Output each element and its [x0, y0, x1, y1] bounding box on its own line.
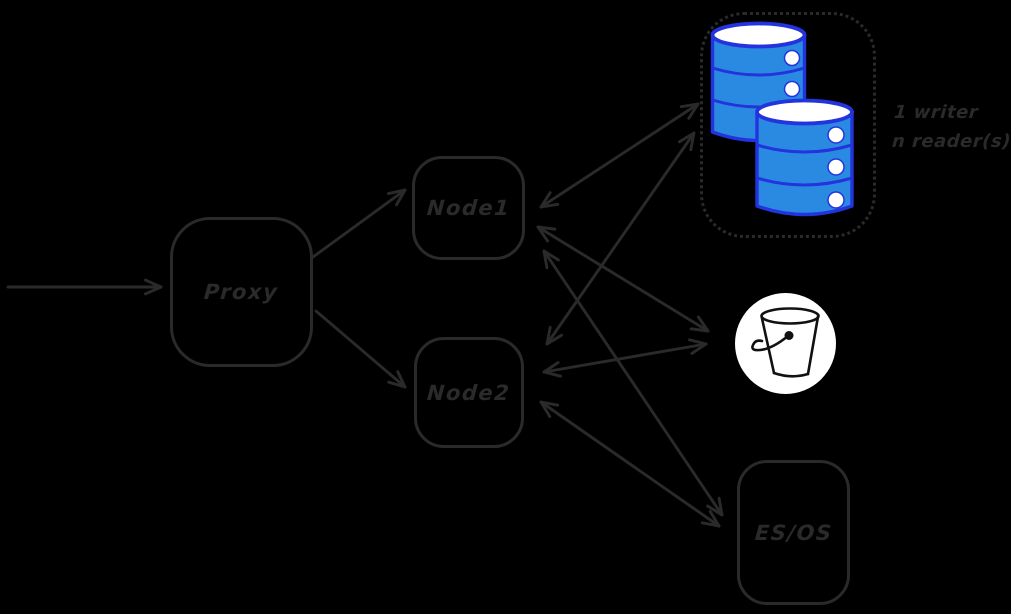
proxy-node: Proxy: [170, 217, 313, 367]
node1-node: Node1: [412, 156, 525, 260]
edge-node2-esos: [539, 400, 721, 528]
database-cylinder-2: [755, 98, 854, 217]
edge-node1-database: [539, 102, 700, 209]
edge-proxy-to-node1: [311, 188, 407, 259]
es-os-label: ES/OS: [753, 520, 834, 545]
es-os-node: ES/OS: [737, 460, 850, 605]
caption-readers: n reader(s): [891, 131, 1011, 152]
edge-node1-bucket: [536, 225, 710, 333]
database-cylinders-icon: [710, 21, 854, 217]
database-cluster-container: [700, 12, 876, 238]
edge-proxy-to-node2: [314, 309, 407, 389]
proxy-label: Proxy: [203, 280, 280, 304]
node2-node: Node2: [414, 337, 524, 448]
edge-node2-bucket: [542, 338, 708, 378]
caption-writer: 1 writer: [893, 102, 979, 123]
edge-node2-database: [545, 131, 696, 346]
bucket-icon: [735, 293, 836, 394]
edge-node1-esos: [542, 249, 724, 517]
node1-label: Node1: [425, 196, 512, 220]
database-cluster-caption: 1 writer n reader(s): [891, 98, 1011, 156]
node2-label: Node2: [426, 380, 512, 405]
edge-client-to-proxy: [6, 278, 163, 296]
